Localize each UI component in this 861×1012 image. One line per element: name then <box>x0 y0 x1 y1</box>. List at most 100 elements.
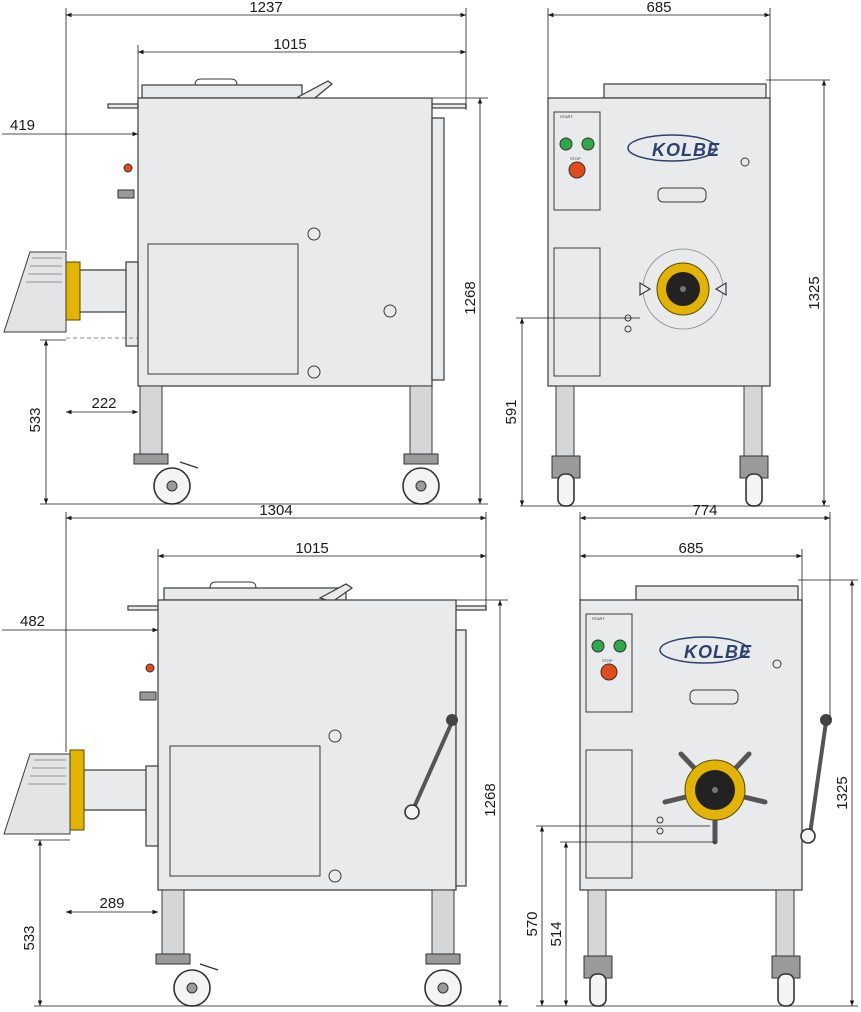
caster-plate <box>133 453 169 465</box>
grinder-neck <box>125 261 139 347</box>
dim-outlet-height: 533 <box>27 407 44 432</box>
caster-wheel <box>745 473 763 507</box>
grinder-ring <box>65 261 81 321</box>
wheel-hub <box>437 982 449 994</box>
caster-plate <box>403 453 439 465</box>
leg-rear <box>409 385 433 457</box>
caster-brake <box>179 461 199 469</box>
lid-handle <box>209 581 257 589</box>
handle-bracket <box>657 187 707 203</box>
caster-plate <box>425 953 461 965</box>
stop-button <box>568 161 586 179</box>
grinder-ring <box>69 749 85 831</box>
dim-width: 685 <box>678 540 703 557</box>
wheel-hub <box>415 480 427 492</box>
dim-outlet-height: 533 <box>21 925 38 950</box>
caster-wheel <box>557 473 575 507</box>
start-label: START <box>560 114 573 119</box>
tray-ribs <box>26 257 62 283</box>
leg-right <box>743 385 763 457</box>
grinder-neck <box>145 765 159 847</box>
screw-hole <box>656 816 664 824</box>
indicator-hole <box>740 157 750 167</box>
grinder-cylinder <box>83 769 157 811</box>
outlet-center <box>680 286 686 292</box>
outlet-lugs <box>639 281 727 297</box>
dim-height: 1325 <box>806 276 823 309</box>
caster-plate <box>155 953 191 965</box>
leg-front <box>139 385 163 457</box>
caster-wheel <box>589 973 607 1007</box>
leg-left <box>555 385 575 457</box>
crank-lever <box>410 720 454 814</box>
dim-outlet-depth: 222 <box>91 395 116 412</box>
brand-logo: KOLBE <box>684 642 752 662</box>
outlet-tray <box>3 753 71 835</box>
lid <box>163 587 347 601</box>
dim-outlet-depth: 289 <box>99 895 124 912</box>
dim-height: 1325 <box>834 776 851 809</box>
dim-body-width: 1015 <box>273 36 306 53</box>
lid <box>603 83 767 99</box>
dim-total-width: 1304 <box>259 502 292 519</box>
machine-body <box>157 599 457 891</box>
leg-rear <box>431 889 455 957</box>
caster-brake <box>199 963 219 971</box>
access-panel <box>553 247 601 377</box>
top-rail-left <box>127 605 159 611</box>
screw-hole <box>624 325 632 333</box>
screw-hole <box>328 729 342 743</box>
control-panel <box>553 111 601 211</box>
stop-knob <box>123 163 133 173</box>
stop-button <box>600 663 618 681</box>
brand-logo: KOLBE <box>652 140 720 160</box>
control-panel <box>585 613 633 713</box>
access-panel <box>585 749 633 879</box>
rear-panel <box>431 117 445 381</box>
wheel-hub <box>166 480 178 492</box>
access-panel <box>147 243 299 375</box>
dim-body-width: 1015 <box>295 540 328 557</box>
rear-panel <box>455 629 467 887</box>
start-button <box>559 137 573 151</box>
crank-lever <box>808 720 828 836</box>
lid <box>141 84 303 99</box>
logo-oval <box>627 134 717 162</box>
stop-knob <box>145 663 155 673</box>
logo-oval <box>659 636 749 664</box>
reverse-button <box>613 639 627 653</box>
dim-height: 1268 <box>482 783 499 816</box>
stop-label: STOP <box>602 658 613 663</box>
crank-knob <box>820 714 832 726</box>
crank-pivot <box>404 804 420 820</box>
switch-block <box>139 691 157 701</box>
switch-block <box>117 189 135 199</box>
start-button <box>591 639 605 653</box>
screw-hole <box>383 304 397 318</box>
caster-wheel <box>777 973 795 1007</box>
dim-outlet-height: 591 <box>503 399 520 424</box>
dim-height: 1268 <box>462 281 479 314</box>
outlet-center <box>712 787 718 793</box>
reverse-button <box>581 137 595 151</box>
wheel-hub <box>186 982 198 994</box>
start-label: START <box>592 616 605 621</box>
side-view-standard: 1237 1015 419 1268 533 222 <box>2 0 488 505</box>
front-view-extended: START STOP KOLBE 774 685 13 <box>524 502 858 1007</box>
access-panel <box>169 745 321 877</box>
handle-bracket <box>689 689 739 705</box>
leg-right <box>775 889 795 957</box>
stop-label: STOP <box>570 156 581 161</box>
dim-total-width: 1237 <box>249 0 282 16</box>
dim-outlet-height-a: 570 <box>524 911 541 936</box>
indicator-hole <box>772 659 782 669</box>
machine-body <box>137 97 433 387</box>
lid-handle <box>194 78 238 86</box>
screw-hole <box>307 227 321 241</box>
side-view-extended: 1304 1015 482 1268 533 289 <box>2 502 508 1007</box>
screw-hole <box>328 869 342 883</box>
top-rail-right <box>431 103 467 109</box>
top-rail-left <box>107 103 139 109</box>
